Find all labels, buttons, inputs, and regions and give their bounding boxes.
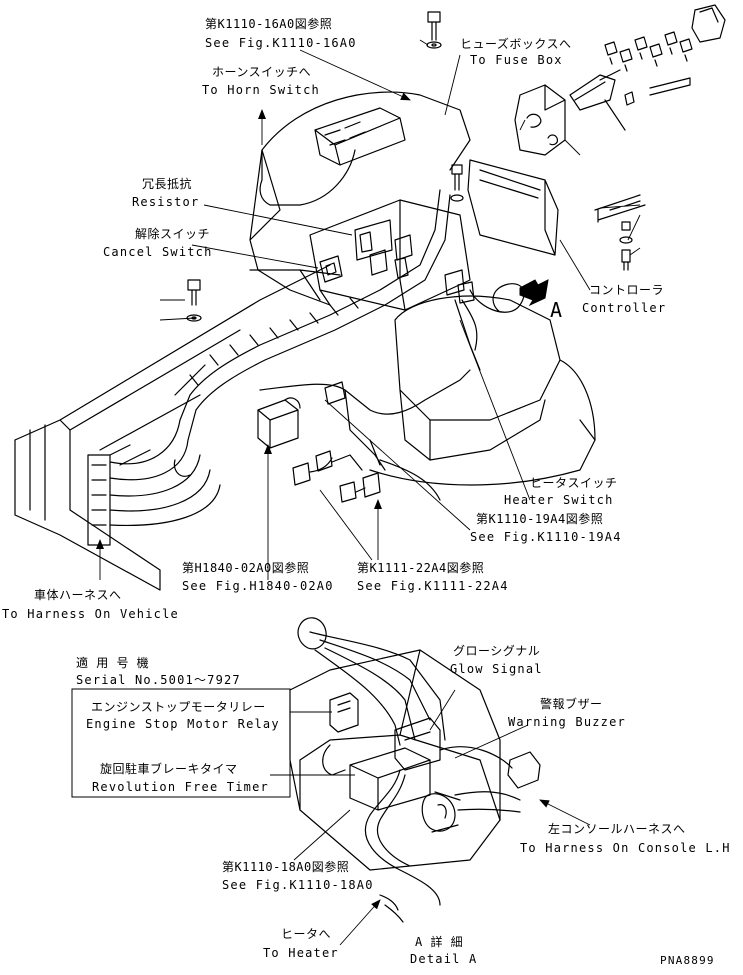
connector-small-3: [339, 481, 357, 503]
timer-label-en: Revolution Free Timer: [92, 780, 269, 794]
heater-housing: [394, 295, 561, 421]
bolt-mid: [451, 164, 463, 191]
connector-small-1: [292, 462, 311, 486]
resistor-block: [354, 219, 393, 261]
stop-relay-label-en: Engine Stop Motor Relay: [86, 717, 280, 731]
horn-switch-block: [314, 107, 406, 166]
resistor-label-en: Resistor: [132, 195, 200, 209]
relay-box-top: [691, 4, 726, 43]
detail-a-title-jp: A 詳 細: [415, 935, 464, 949]
console-deck-outline: [14, 264, 331, 591]
drawing-number: PNA8899: [660, 954, 715, 967]
bolt-right: [621, 221, 631, 271]
ref-h1840-jp: 第H1840-02A0図参照: [182, 561, 310, 575]
grommet: [297, 617, 327, 650]
glow-signal-block: [394, 717, 441, 771]
bolt-left: [187, 279, 201, 306]
ref-h1840-en: See Fig.H1840-02A0: [182, 579, 334, 593]
ref-22a4-jp: 第K1111-22A4図参照: [357, 561, 485, 575]
ref-18a0-jp: 第K1110-18A0図参照: [222, 860, 350, 874]
serial-label-jp: 適 用 号 機: [76, 656, 150, 670]
warning-buzzer-connector: [507, 751, 541, 789]
heater-cable: [364, 769, 441, 906]
stop-relay-label-jp: エンジンストップモータリレー: [91, 700, 266, 714]
ref-16a0-en: See Fig.K1110-16A0: [205, 36, 357, 50]
detail-base-plate: [289, 649, 501, 871]
horn-label-en: To Horn Switch: [202, 83, 320, 97]
heater-switch-label-jp: ヒータスイッチ: [530, 476, 618, 490]
console-harness-label-en: To Harness On Console L.H: [520, 841, 731, 855]
heater-label-en: To Heater: [263, 946, 339, 960]
cancel-switch-label-jp: 解除スイッチ: [135, 227, 211, 241]
revolution-free-timer: [349, 747, 431, 811]
detail-a-marker: A: [550, 298, 563, 322]
controller-box: [467, 159, 559, 256]
detail-a-arrow: [519, 279, 549, 307]
cancel-switch-body: [319, 255, 343, 283]
detail-a-title-en: Detail A: [410, 952, 478, 966]
buzzer-cylinder: [421, 793, 456, 832]
rear-cover: [249, 91, 471, 306]
ref-19a4-jp: 第K1110-19A4図参照: [476, 512, 604, 526]
glow-signal-label-en: Glow Signal: [450, 662, 543, 676]
console-harness-label-jp: 左コンソールハーネスへ: [548, 822, 686, 836]
fuse-box-label-jp: ヒューズボックスへ: [460, 37, 572, 51]
fuse-box-bracket: [514, 84, 566, 156]
serial-range-box: [71, 688, 291, 798]
fuse-row: [604, 31, 693, 63]
timer-label-jp: 旋回駐車ブレーキタイマ: [100, 762, 238, 776]
controller-label-en: Controller: [582, 301, 667, 315]
vehicle-harness-label-jp: 車体ハーネスへ: [34, 588, 122, 602]
serial-range: Serial No.5001～7927: [76, 673, 241, 687]
resistor-label-jp: 冗長抵抗: [142, 177, 193, 191]
ref-16a0-jp: 第K1110-16A0図参照: [205, 17, 333, 31]
stop-motor-relay: [329, 692, 359, 733]
connector-small-2: [315, 450, 333, 472]
heater-switch-connector: [444, 269, 475, 304]
ref-18a0-en: See Fig.K1110-18A0: [222, 878, 374, 892]
bolt-top: [427, 11, 441, 41]
vehicle-harness-bundle: [109, 189, 441, 465]
controller-label-jp: コントローラ: [589, 283, 665, 297]
heater-switch-label-en: Heater Switch: [504, 493, 614, 507]
fuse-side-pipe: [594, 194, 646, 223]
connector-small-4: [362, 472, 381, 498]
cancel-switch-label-en: Cancel Switch: [103, 245, 213, 259]
relay-cube: [257, 399, 299, 449]
glow-signal-label-jp: グローシグナル: [453, 644, 541, 658]
ref-22a4-en: See Fig.K1111-22A4: [357, 579, 509, 593]
vehicle-harness-label-en: To Harness On Vehicle: [2, 607, 179, 621]
ref-19a4-en: See Fig.K1110-19A4: [470, 530, 622, 544]
horn-label-jp: ホーンスイッチへ: [212, 65, 312, 79]
heater-label-jp: ヒータへ: [281, 927, 332, 941]
warning-buzzer-label-jp: 警報ブザー: [540, 697, 603, 711]
warning-buzzer-label-en: Warning Buzzer: [508, 715, 626, 729]
fuse-terminal-block: [87, 444, 131, 546]
fuse-box-label-en: To Fuse Box: [470, 53, 563, 67]
console-block: [309, 199, 471, 311]
